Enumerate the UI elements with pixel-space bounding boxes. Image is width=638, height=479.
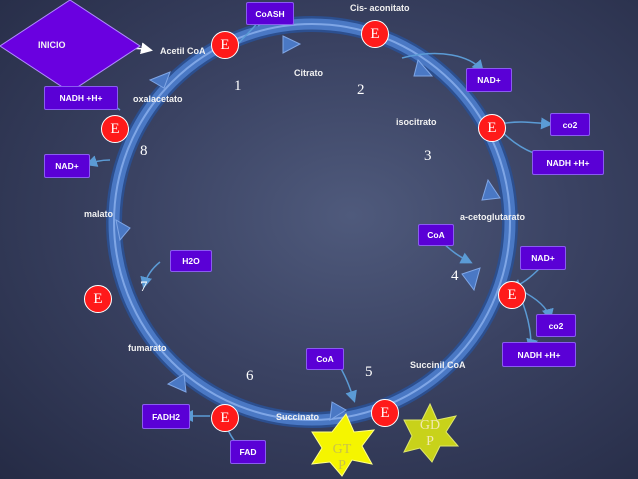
box-nadh-left: NADH +H+ [44, 86, 118, 110]
ring-arrowhead [115, 219, 131, 242]
box-nad-2: NAD+ [466, 68, 512, 92]
gtp-star [311, 413, 376, 477]
ring-arrowhead [413, 58, 434, 77]
metabolite-cetoglutarato: a-cetoglutarato [460, 212, 526, 222]
metabolite-isocitrato: isocitrato [396, 117, 437, 127]
step-number-5: 5 [365, 364, 373, 380]
gtp-label-line1: GT [332, 442, 352, 457]
enzyme-marker-2: E [361, 20, 389, 48]
box-fad: FAD [230, 440, 266, 464]
gtp-label-line2: P [338, 458, 346, 473]
enzyme-marker-8: E [101, 115, 129, 143]
ring-arrowhead [481, 178, 501, 201]
h2o-uptake-arrow [140, 261, 161, 289]
gtp-label: GT P [322, 442, 362, 474]
metabolite-cis-aconitato: Cis- aconitato [350, 3, 410, 13]
metabolite-citrato: Citrato [294, 68, 323, 78]
metabolite-succinato: Succinato [276, 412, 320, 422]
box-coa-1: CoA [418, 224, 454, 246]
ring-arrowhead [166, 373, 187, 393]
ring-arrowhead [282, 35, 302, 54]
metabolite-fumarato: fumarato [128, 343, 167, 353]
gdp-label-line2: P [426, 434, 434, 449]
step-number-6: 6 [246, 368, 254, 384]
cycle-arrowheads [115, 35, 501, 421]
nad-uptake-arrow [401, 52, 484, 73]
gdp-label: GD P [410, 418, 450, 450]
step-number-8: 8 [140, 143, 148, 159]
nad-uptake-arrow [85, 155, 111, 167]
enzyme-marker-7: E [84, 285, 112, 313]
box-nad-4: NAD+ [520, 246, 566, 270]
box-co2-1: co2 [550, 113, 590, 136]
ring-arrowhead [148, 71, 171, 89]
co2-release-arrow [499, 117, 553, 130]
ring-arrowhead [329, 401, 347, 421]
inicio-diamond [0, 0, 141, 93]
metabolite-malato: malato [84, 209, 114, 219]
step-number-1: 1 [234, 78, 242, 94]
cycle-ring [106, 16, 518, 428]
metabolite-acetil-coa: Acetil CoA [160, 46, 206, 56]
box-fadh2: FADH2 [142, 404, 190, 429]
box-nad-left: NAD+ [44, 154, 90, 178]
box-co2-2: co2 [536, 314, 576, 337]
inicio-label: INICIO [38, 40, 66, 50]
step-number-2: 2 [357, 82, 365, 98]
enzyme-marker-4: E [498, 281, 526, 309]
step-number-3: 3 [424, 148, 432, 164]
box-coa-2: CoA [306, 348, 344, 370]
enzyme-marker-5: E [371, 399, 399, 427]
enzyme-marker-3: E [478, 114, 506, 142]
step-number-4: 4 [451, 268, 459, 284]
gdp-star [403, 402, 460, 463]
gdp-label-line1: GD [419, 418, 441, 433]
enzyme-marker-6: E [211, 404, 239, 432]
box-coash: CoASH [246, 2, 294, 25]
cycle-ring-highlight [113, 23, 511, 421]
enzyme-marker-1: E [211, 31, 239, 59]
box-nadh-2: NADH +H+ [502, 342, 576, 367]
metabolite-succinil-coa: Succinil CoA [410, 360, 466, 370]
box-h2o: H2O [170, 250, 212, 272]
box-nadh-1: NADH +H+ [532, 150, 604, 175]
ring-arrowhead [461, 267, 481, 292]
metabolite-oxalacetato: oxalacetato [133, 94, 183, 104]
step-number-7: 7 [140, 279, 148, 295]
